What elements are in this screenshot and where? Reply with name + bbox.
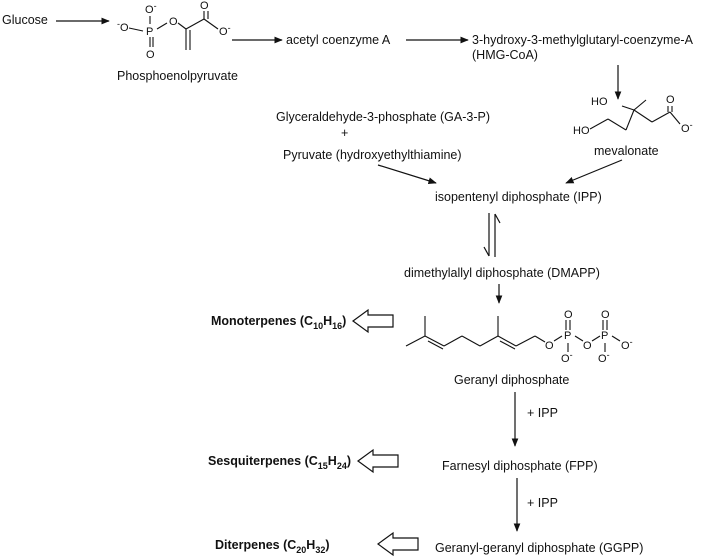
dmapp-label: dimethylallyl diphosphate (DMAPP) — [404, 266, 600, 280]
phosphoenolpyruvate-structure: -O O- P O O O O- — [117, 0, 231, 61]
diterpenes-label: Diterpenes (C20H32) — [215, 538, 330, 555]
ggpp-label: Geranyl-geranyl diphosphate (GGPP) — [435, 541, 643, 555]
sesquiterpenes-label: Sesquiterpenes (C15H24) — [208, 454, 351, 471]
plus-ipp-label-2: + IPP — [527, 496, 558, 510]
fpp-label: Farnesyl diphosphate (FPP) — [442, 459, 598, 473]
pep-atom-o-bridge: O — [169, 16, 178, 28]
glucose-label: Glucose — [2, 13, 48, 27]
hmg-coa-label-line2: (HMG-CoA) — [472, 48, 538, 62]
monoterpenes-label: Monoterpenes (C10H16) — [211, 314, 346, 331]
gpp-atom-o-minus-2: O- — [598, 350, 610, 365]
monoterpenes-hollow-arrow — [351, 308, 394, 334]
plus-sign: + — [341, 126, 348, 140]
diterpenes-hollow-arrow — [376, 531, 419, 557]
plus-ipp-label-1: + IPP — [527, 406, 558, 420]
pep-atom-o-top: O- — [145, 1, 157, 16]
gpp-atom-o-minus-3: O- — [621, 337, 633, 352]
pyruvate-label: Pyruvate (hydroxyethylthiamine) — [283, 148, 462, 162]
ga3p-label: Glyceraldehyde-3-phosphate (GA-3-P) — [276, 110, 490, 124]
sesquiterpenes-hollow-arrow — [356, 448, 399, 474]
pep-atom-o-minus: -O — [117, 19, 129, 34]
gpp-atom-p-1: P — [564, 330, 571, 342]
mevalonate-atom-ho-left: HO — [573, 125, 590, 137]
arrow-pyruvate-to-ipp — [377, 164, 437, 184]
pep-atom-o-carboxylate: O- — [219, 23, 231, 38]
pep-atom-o-bottom: O — [146, 49, 155, 61]
gpp-atom-o-2: O — [583, 340, 592, 352]
gpp-label: Geranyl diphosphate — [454, 373, 569, 387]
mevalonate-atom-ho-top: HO — [591, 96, 608, 108]
acetyl-coa-label: acetyl coenzyme A — [286, 33, 391, 47]
arrow-mevalonate-to-ipp — [565, 159, 623, 184]
equilibrium-arrows — [483, 213, 501, 257]
mevalonate-structure: HO HO O O- — [573, 94, 693, 137]
gpp-atom-o-1: O — [545, 340, 554, 352]
gpp-atom-p-2: P — [601, 330, 608, 342]
gpp-atom-o-top-2: O — [601, 309, 610, 321]
pep-label: Phosphoenolpyruvate — [117, 69, 238, 83]
gpp-atom-o-minus-1: O- — [561, 350, 573, 365]
pep-atom-o-carbonyl: O — [200, 0, 209, 12]
pep-atom-p: P — [146, 26, 153, 38]
mevalonate-label: mevalonate — [594, 144, 659, 158]
geranyl-diphosphate-structure: O P O O- O P O O- O- — [405, 309, 633, 365]
ipp-label: isopentenyl diphosphate (IPP) — [435, 190, 602, 204]
mevalonate-atom-o-top: O — [666, 94, 675, 106]
mevalonate-atom-o-minus: O- — [681, 120, 693, 135]
hmg-coa-label-line1: 3-hydroxy-3-methylglutaryl-coenzyme-A — [472, 33, 694, 47]
gpp-atom-o-top-1: O — [564, 309, 573, 321]
